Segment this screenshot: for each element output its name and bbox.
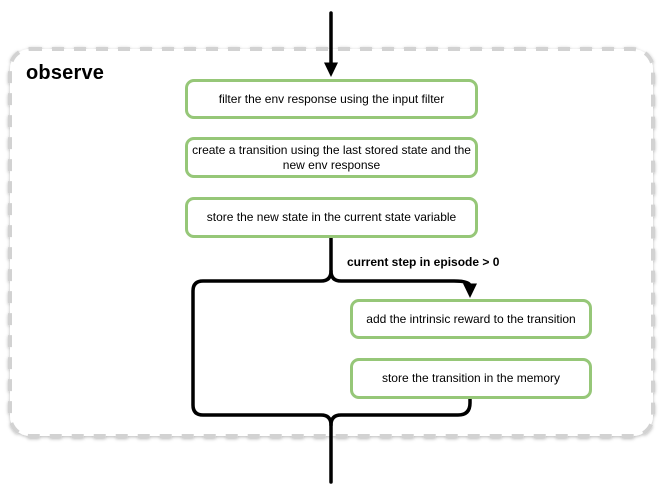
group-title-observe: observe [26, 62, 105, 84]
node-label: create a transition using the last store… [192, 142, 471, 157]
condition-label: current step in episode > 0 [347, 255, 500, 269]
branch-return-line [329, 395, 472, 427]
node-label: store the new state in the current state… [206, 210, 457, 224]
node-add-intrinsic-reward: add the intrinsic reward to the transiti… [350, 299, 592, 339]
entry-arrowhead-icon [324, 62, 338, 77]
node-label: store the transition in the memory [381, 371, 561, 385]
node-label: new env response [282, 157, 381, 172]
condition-branch-arrowhead-icon [463, 283, 477, 298]
node-create-transition: create a transition using the last store… [185, 137, 478, 178]
node-store-transition: store the transition in the memory [350, 358, 592, 399]
skip-branch-line [191, 234, 333, 484]
node-label: add the intrinsic reward to the transiti… [366, 311, 576, 326]
condition-true-branch-line [329, 269, 472, 288]
node-filter-env-response: filter the env response using the input … [185, 79, 478, 119]
node-label: filter the env response using the input … [218, 91, 445, 106]
node-store-new-state: store the new state in the current state… [185, 197, 478, 238]
